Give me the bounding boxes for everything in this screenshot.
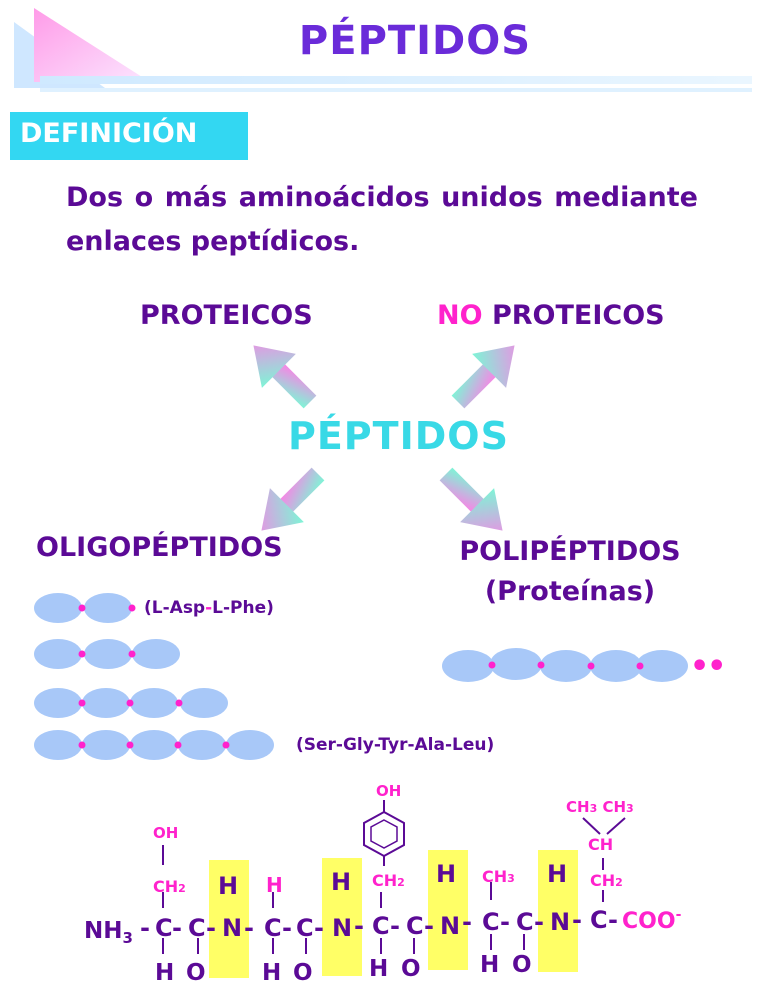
svg-text:N: N [440, 912, 460, 940]
svg-text:-: - [572, 906, 582, 934]
svg-text:OH: OH [376, 782, 401, 800]
definition-text: Dos o más aminoácidos unidos mediante en… [66, 182, 698, 257]
polypeptide-chain [442, 648, 688, 682]
svg-text:CH: CH [588, 835, 613, 854]
svg-text:-: - [314, 914, 324, 942]
category-polipeptidos: POLIPÉPTIDOS (Proteínas) [440, 532, 700, 612]
definition-label-box [10, 112, 248, 160]
svg-text:CH2: CH2 [372, 871, 405, 890]
peptide-chains [34, 593, 688, 760]
svg-text:-: - [354, 912, 364, 940]
svg-text:H: H [436, 860, 456, 888]
pentapeptide-structure: OH CH2 OH CH2 CH3 CH3 CH3 CH CH2 H H H H… [84, 782, 682, 986]
svg-text:C: C [155, 914, 173, 942]
svg-text:C: C [516, 908, 534, 936]
svg-text:H: H [331, 868, 351, 896]
tripeptide-chain [34, 639, 180, 669]
page-title: PÉPTIDOS [298, 18, 532, 64]
classification-arrows [253, 345, 515, 531]
svg-text:H: H [218, 872, 238, 900]
arrow-to-polipeptidos [439, 467, 503, 531]
svg-text:-: - [206, 914, 216, 942]
pentapeptide-chain [34, 730, 274, 760]
center-peptidos: PÉPTIDOS [288, 414, 509, 458]
svg-text:C: C [482, 908, 500, 936]
no-proteicos-label: PROTEICOS [491, 300, 665, 331]
svg-text:-: - [172, 914, 182, 942]
svg-text:C: C [590, 906, 608, 934]
svg-text:CH3: CH3 [482, 867, 515, 886]
header-decoration [14, 8, 752, 92]
svg-text:-: - [534, 908, 544, 936]
svg-text:O: O [401, 956, 421, 982]
svg-text:C: C [406, 912, 424, 940]
category-oligopeptidos: OLIGOPÉPTIDOS [36, 532, 283, 563]
svg-text:OH: OH [153, 824, 178, 842]
svg-text:-: - [608, 906, 618, 934]
svg-text:-: - [140, 914, 150, 942]
svg-text:H: H [369, 956, 388, 982]
svg-text:O: O [186, 960, 206, 986]
no-prefix: NO [437, 300, 483, 331]
pentapeptide-label: (Ser-Gly-Tyr-Ala-Leu) [296, 735, 495, 755]
svg-text:-: - [500, 908, 510, 936]
svg-text:H: H [547, 860, 567, 888]
svg-text:H: H [266, 873, 283, 897]
svg-text:CH3 CH3: CH3 CH3 [566, 798, 634, 816]
tetrapeptide-chain [34, 688, 228, 718]
dipeptide-chain [34, 593, 132, 623]
arrow-to-no-proteicos [451, 345, 515, 409]
arrow-to-proteicos [253, 345, 317, 409]
svg-text:N: N [550, 908, 570, 936]
svg-text:-: - [282, 914, 292, 942]
polypeptide-continuation: •• [690, 649, 726, 684]
svg-text:O: O [293, 960, 313, 986]
svg-text:C: C [296, 914, 314, 942]
svg-text:COO-: COO- [622, 907, 682, 934]
svg-text:C: C [372, 912, 390, 940]
svg-text:H: H [155, 960, 174, 986]
proteinas-label: (Proteínas) [484, 576, 656, 607]
svg-text:-: - [244, 914, 254, 942]
svg-text:NH3: NH3 [84, 918, 133, 947]
arrow-to-oligopeptidos [261, 467, 325, 531]
svg-text:-: - [424, 912, 434, 940]
polipeptidos-label: POLIPÉPTIDOS [459, 536, 681, 567]
svg-text:N: N [222, 914, 242, 942]
svg-text:C: C [188, 914, 206, 942]
category-no-proteicos: NO PROTEICOS [437, 300, 665, 331]
svg-text:O: O [512, 952, 532, 978]
definition-label: DEFINICIÓN [20, 118, 198, 149]
dipeptide-label: (L-Asp-L-Phe) [144, 598, 274, 618]
category-proteicos: PROTEICOS [140, 300, 313, 331]
svg-text:-: - [390, 912, 400, 940]
peptide-bond-highlights [209, 850, 578, 978]
svg-text:CH2: CH2 [590, 871, 623, 890]
svg-text:H: H [262, 960, 281, 986]
svg-text:-: - [462, 908, 472, 936]
svg-text:CH2: CH2 [153, 877, 186, 896]
svg-text:N: N [332, 914, 352, 942]
svg-text:C: C [264, 914, 282, 942]
svg-text:H: H [480, 952, 499, 978]
